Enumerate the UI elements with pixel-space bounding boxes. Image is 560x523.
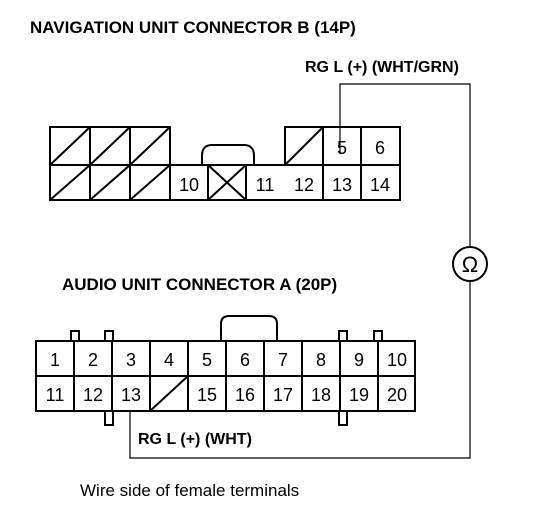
nav-unused-cell-mark [49, 126, 91, 166]
audio-pin-3: 3 [126, 350, 136, 370]
audio-lock-tab [220, 315, 278, 341]
nav-connector [49, 126, 401, 201]
nav-unused-cell-mark [129, 164, 171, 201]
audio-pin-12: 12 [83, 385, 103, 405]
nav-wire-label: RG L (+) (WHT/GRN) [305, 59, 459, 76]
audio-pin-labels: 1 2 3 4 5 6 7 8 9 10 11 12 13 15 16 17 1… [46, 350, 407, 405]
audio-unused-cell-mark [149, 375, 189, 412]
audio-guide-rib [104, 330, 114, 342]
probe-wire-audio [129, 282, 471, 459]
audio-pin-7: 7 [278, 350, 288, 370]
nav-unused-cell-mark [49, 164, 91, 201]
audio-pin-19: 19 [349, 385, 369, 405]
probe-wire-nav [339, 83, 471, 246]
nav-unused-cell-mark [284, 126, 324, 166]
nav-pin-6: 6 [375, 138, 385, 158]
test-circuit [129, 83, 471, 459]
audio-pin-13: 13 [121, 385, 141, 405]
nav-unused-cell-mark [89, 164, 131, 201]
nav-cross-cell-mark [207, 164, 247, 201]
audio-pin-8: 8 [316, 350, 326, 370]
nav-pin-5: 5 [337, 138, 347, 158]
nav-connector-housing [49, 126, 401, 201]
nav-pin-14: 14 [370, 175, 390, 195]
audio-guide-rib [70, 330, 80, 342]
audio-pin-10: 10 [387, 350, 407, 370]
ohm-symbol: Ω [462, 252, 478, 277]
audio-guide-rib [338, 410, 348, 426]
nav-pin-13: 13 [332, 175, 352, 195]
audio-connector [35, 315, 416, 426]
audio-pin-1: 1 [50, 350, 60, 370]
nav-pin-10: 10 [179, 175, 199, 195]
audio-pin-9: 9 [354, 350, 364, 370]
nav-pin-11: 11 [256, 175, 275, 195]
nav-pin-12: 12 [294, 175, 314, 195]
audio-connector-title: AUDIO UNIT CONNECTOR A (20P) [62, 275, 337, 294]
audio-pin-20: 20 [387, 385, 407, 405]
audio-wire-label: RG L (+) (WHT) [138, 431, 252, 448]
audio-pin-4: 4 [164, 350, 174, 370]
audio-pin-16: 16 [235, 385, 255, 405]
audio-pin-11: 11 [46, 385, 65, 405]
ohmmeter: Ω [452, 246, 488, 282]
nav-pin-labels: 5 6 10 11 12 13 14 [179, 138, 390, 195]
audio-pin-18: 18 [311, 385, 331, 405]
audio-pin-6: 6 [240, 350, 250, 370]
audio-pin-17: 17 [273, 385, 293, 405]
nav-lock-tab [201, 144, 255, 165]
audio-pin-2: 2 [88, 350, 98, 370]
audio-pin-15: 15 [197, 385, 217, 405]
audio-pin-5: 5 [202, 350, 212, 370]
audio-guide-rib [104, 410, 114, 426]
nav-unused-cell-mark [89, 126, 131, 166]
footer-note: Wire side of female terminals [80, 481, 299, 500]
nav-unused-cell-mark [129, 126, 171, 166]
ohmmeter-icon [452, 246, 488, 282]
audio-guide-rib [373, 330, 383, 342]
nav-connector-title: NAVIGATION UNIT CONNECTOR B (14P) [30, 18, 356, 37]
audio-guide-rib [338, 330, 348, 342]
